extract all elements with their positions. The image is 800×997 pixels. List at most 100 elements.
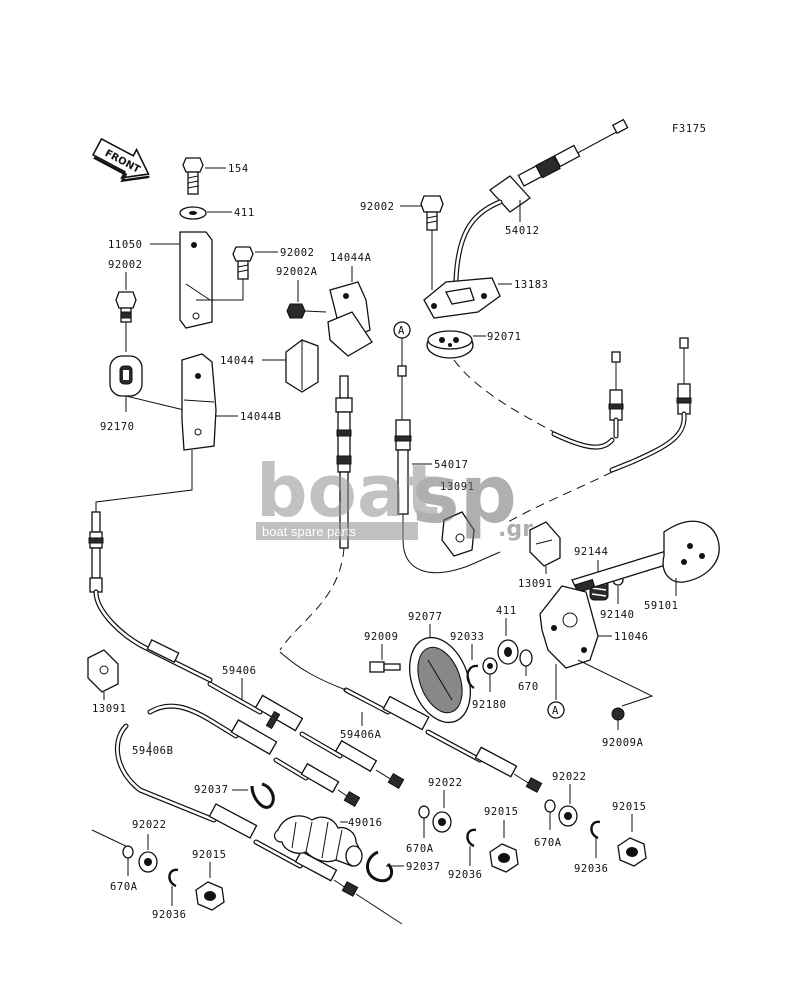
label-13091-right: 13091 [518,578,553,590]
svg-text:.gr: .gr [498,517,533,542]
label-14044B: 14044B [240,411,282,423]
figure-code: F3175 [672,123,707,135]
label-670: 670 [518,681,539,693]
boot-49016 [273,815,363,867]
clip-92037-bottom [366,850,394,883]
label-92022-right: 92022 [552,771,587,783]
svg-text:boat: boat [256,449,440,533]
label-92144: 92144 [574,546,609,558]
screw-92009A [611,707,625,730]
label-92037-bottom: 92037 [406,861,441,873]
clip-92036-right [590,820,601,840]
oring-670 [519,649,533,667]
label-154: 154 [228,163,249,175]
label-92022-center: 92022 [428,777,463,789]
label-411-right: 411 [496,605,517,617]
knob-92077 [409,636,471,724]
marker-a-bottom: A [547,701,565,719]
cable-59406A [343,687,543,793]
label-13091-left: 13091 [92,703,127,715]
grommet-92170 [109,355,143,397]
label-92036-right: 92036 [574,863,609,875]
plate-13183 [423,277,501,319]
nut-92015-right [617,837,647,867]
label-670A-center: 670A [406,843,434,855]
bracket-11046 [539,585,599,669]
label-670A-left: 670A [110,881,138,893]
watermark-logo: boat sp .gr boat spare parts [256,448,533,542]
label-92015-left: 92015 [192,849,227,861]
label-92037-top: 92037 [194,784,229,796]
clip-92036-center [466,828,477,848]
washer-92022-left [138,851,158,873]
grommet-92071 [426,330,474,359]
label-92140: 92140 [600,609,635,621]
cable-54012 [453,118,629,283]
cable-59406-mid [147,703,361,808]
label-670A-right: 670A [534,837,562,849]
label-92036-left: 92036 [152,909,187,921]
label-59101: 59101 [644,600,679,612]
svg-text:sp: sp [412,448,517,541]
label-59406B: 59406B [132,745,174,757]
washer-411-right [497,639,519,665]
label-92036-center: 92036 [448,869,483,881]
svg-text:A: A [398,325,405,337]
label-11050: 11050 [108,239,143,251]
nut-92015-center [489,843,519,873]
clip-13091-right [529,521,561,567]
label-59406A: 59406A [340,729,382,741]
oring-670A-left [122,845,134,859]
washer-92022-center [432,811,452,833]
clip-13091-center [441,511,475,557]
bracket-11050 [179,231,213,329]
label-92015-center: 92015 [484,806,519,818]
front-arrow-icon: FRONT [91,137,150,183]
label-411-top: 411 [234,207,255,219]
label-92077: 92077 [408,611,443,623]
nut-92015-left [195,881,225,911]
label-13091-center: 13091 [440,481,475,493]
holder-14044 [285,339,319,393]
label-14044: 14044 [220,355,255,367]
marker-a-top: A [393,321,411,339]
label-92033: 92033 [450,631,485,643]
cable-left-long [88,511,213,683]
label-54012: 54012 [505,225,540,237]
label-92015-right: 92015 [612,801,647,813]
oring-670A-center [418,805,430,819]
bolt-92002-upper [420,195,444,231]
label-92180: 92180 [472,699,507,711]
label-92170: 92170 [100,421,135,433]
cable-59406 [207,681,405,790]
oring-670A-right [544,799,556,813]
clip-92036-left [168,868,179,888]
label-92002-upper: 92002 [360,201,395,213]
label-92022-left: 92022 [132,819,167,831]
label-92009A: 92009A [602,737,644,749]
label-59406: 59406 [222,665,257,677]
svg-text:A: A [552,705,559,717]
svg-text:boat spare parts: boat spare parts [262,524,356,539]
bolt-154 [182,157,204,195]
cable-end-center [335,375,353,549]
circlip-92033 [466,664,479,689]
screw-92009 [369,661,401,673]
bolt-92002-center [232,246,254,280]
washer-92180 [482,657,498,675]
washer-92022-right [558,805,578,827]
label-11046: 11046 [614,631,649,643]
label-92002-center: 92002 [280,247,315,259]
cable-59406B [114,723,403,925]
label-54017: 54017 [434,459,469,471]
label-13183: 13183 [514,279,549,291]
label-92009: 92009 [364,631,399,643]
cable-loop-right [551,337,692,473]
label-14044A: 14044A [330,252,372,264]
clamp-14044A [327,281,373,357]
label-49016: 49016 [348,817,383,829]
clip-13091-left [87,649,119,693]
bracket-14044B [181,353,217,451]
label-92002A: 92002A [276,266,318,278]
label-92071: 92071 [487,331,522,343]
